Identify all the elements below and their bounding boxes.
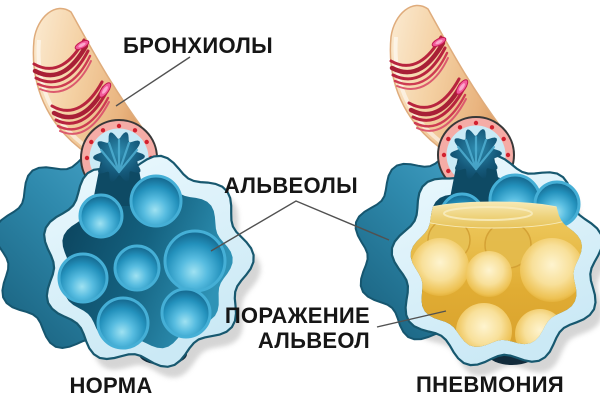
alveolar-lesion-label-line2: АЛЬВЕОЛ xyxy=(257,328,370,353)
pointer-lines xyxy=(115,56,447,328)
bronchiole-fan xyxy=(450,129,502,179)
healthy-alveoli xyxy=(57,174,227,350)
normal-lung-section xyxy=(0,8,261,378)
bronchiole-fan xyxy=(93,132,145,182)
alveoli-label: АЛЬВЕОЛЫ xyxy=(224,173,358,198)
bronchioles-pointer-line xyxy=(115,56,191,107)
pneumonia-lung-section xyxy=(354,5,600,377)
alveoli-pointer-line xyxy=(210,200,390,252)
alveolar-lesion-label: ПОРАЖЕНИЕ АЛЬВЕОЛ xyxy=(225,303,370,353)
alveolar-lesion-label-line1: ПОРАЖЕНИЕ xyxy=(224,303,370,328)
pneumonia-caption: ПНЕВМОНИЯ xyxy=(416,372,564,397)
bronchioles-label: БРОНХИОЛЫ xyxy=(123,33,273,58)
normal-caption: НОРМА xyxy=(69,373,153,398)
lesion-pointer-line xyxy=(376,310,447,328)
